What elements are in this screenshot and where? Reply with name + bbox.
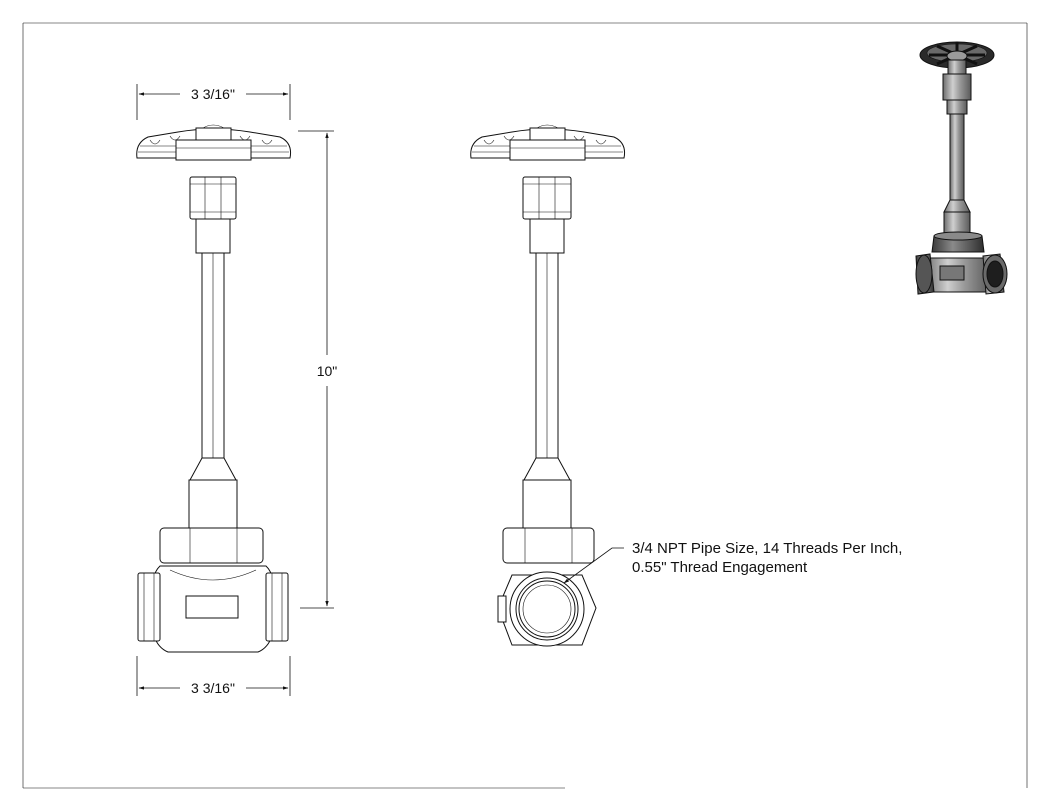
height-dimension	[298, 130, 334, 609]
top-width-label: 3 3/16"	[191, 86, 235, 102]
height-label: 10"	[317, 363, 338, 379]
iso-extension-stem	[949, 113, 965, 201]
bottom-width-label: 3 3/16"	[191, 680, 235, 696]
side-bonnet-hex	[502, 527, 595, 564]
iso-wheel-hub	[947, 59, 967, 75]
front-view: 3 3/16" 10" 3 3/16"	[136, 84, 338, 696]
front-valve-body	[137, 565, 289, 653]
callout-leader	[563, 547, 624, 584]
bottom-width-dimension	[136, 656, 291, 696]
iso-lower-bonnet	[943, 211, 971, 235]
front-packing-nut	[189, 176, 237, 220]
front-bonnet-neck	[195, 218, 231, 254]
front-handwheel	[136, 124, 291, 161]
front-taper	[189, 457, 237, 481]
side-end-port	[497, 571, 597, 647]
front-extension-stem	[201, 252, 225, 459]
iso-valve-body	[915, 253, 1008, 295]
side-view: 3/4 NPT Pipe Size, 14 Threads Per Inch, …	[470, 124, 902, 647]
front-lower-bonnet	[188, 479, 238, 529]
isometric-view	[915, 41, 1008, 295]
front-bonnet-hex	[159, 527, 264, 564]
side-extension-stem	[535, 252, 559, 459]
callout-text-line1: 3/4 NPT Pipe Size, 14 Threads Per Inch,	[632, 540, 902, 557]
side-lower-bonnet	[522, 479, 572, 529]
iso-bonnet-neck	[946, 99, 968, 115]
side-packing-nut	[522, 176, 572, 220]
callout-text-line2: 0.55" Thread Engagement	[632, 559, 808, 576]
side-handwheel	[470, 124, 625, 161]
iso-handwheel	[919, 41, 995, 69]
side-taper	[523, 457, 571, 481]
iso-packing-nut	[942, 73, 972, 101]
side-bonnet-neck	[529, 218, 565, 254]
iso-taper	[943, 199, 971, 213]
sheet-border	[22, 22, 1028, 789]
top-width-dimension	[136, 84, 291, 120]
